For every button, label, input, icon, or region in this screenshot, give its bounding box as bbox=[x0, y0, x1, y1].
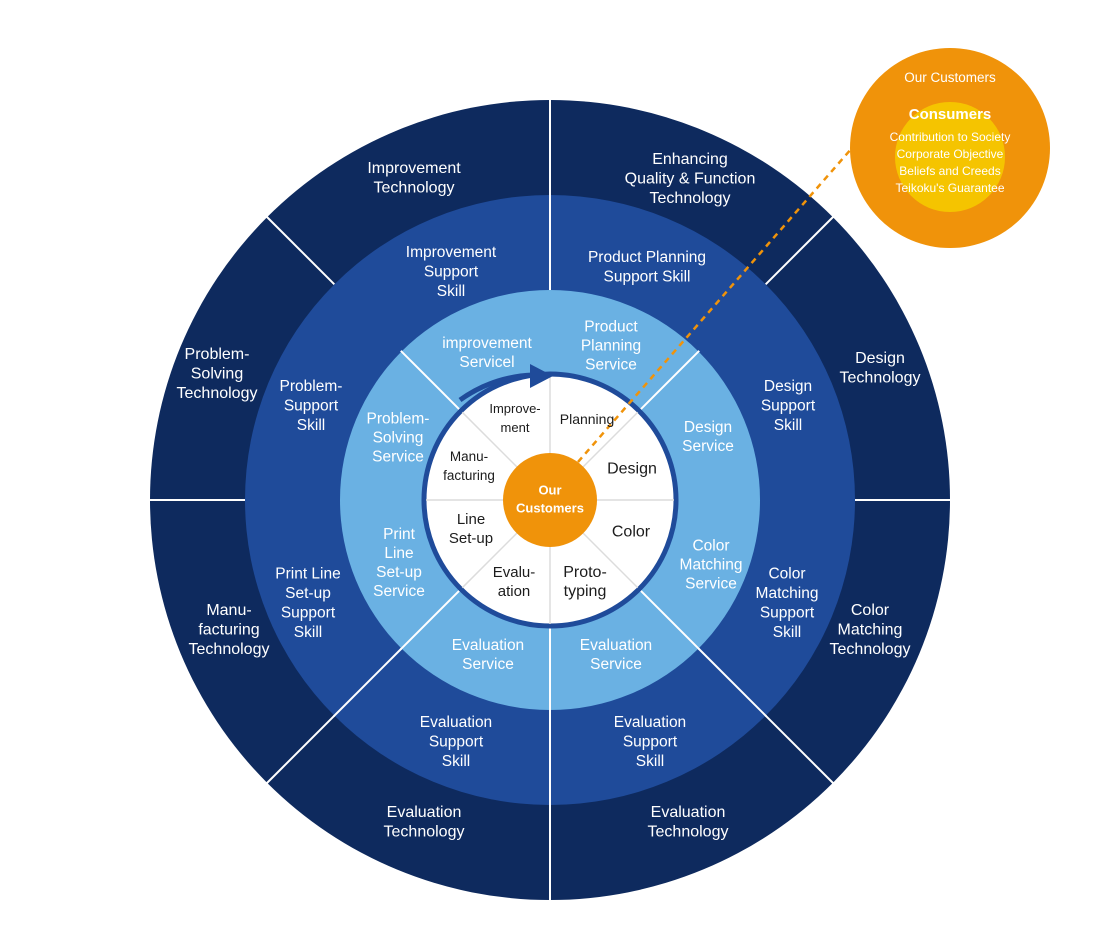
step-divider bbox=[461, 411, 518, 468]
callout-subtitle: Consumers bbox=[909, 106, 992, 123]
step-label-evaluation: Evalu-ation bbox=[493, 564, 536, 600]
step-divider bbox=[582, 532, 639, 589]
step-label-color: Color bbox=[612, 524, 651, 541]
our-customers-hub bbox=[503, 453, 597, 547]
step-label-improvement: Improve-ment bbox=[489, 401, 540, 435]
step-label-planning: Planning bbox=[560, 411, 615, 427]
callout-connector-line bbox=[577, 147, 853, 463]
technology-divider bbox=[265, 714, 336, 785]
callout-item: Beliefs and Creeds bbox=[899, 164, 1000, 178]
callout-title: Our Customers bbox=[904, 70, 996, 85]
process-steps-dividers bbox=[426, 376, 674, 624]
callout-inner-circle bbox=[895, 102, 1005, 212]
cycle-arrowhead-icon bbox=[530, 364, 553, 388]
step-divider bbox=[461, 532, 518, 589]
callout-item: Corporate Objective bbox=[897, 147, 1004, 161]
callout-item: Contribution to Society bbox=[890, 130, 1011, 144]
step-label-prototyping: Proto-typing bbox=[563, 564, 607, 600]
service-divider bbox=[400, 588, 462, 650]
service-divider bbox=[638, 350, 700, 412]
technology-ring-dividers bbox=[148, 98, 952, 902]
step-label-design: Design bbox=[607, 461, 657, 478]
customers-callout: Our Customers Consumers Contribution to … bbox=[850, 48, 1050, 248]
technology-divider bbox=[265, 215, 336, 286]
support-skill-ring-dividers bbox=[332, 194, 768, 806]
technology-divider bbox=[764, 714, 835, 785]
skill-divider bbox=[332, 647, 403, 718]
service-divider bbox=[638, 588, 700, 650]
process-step-labels: Improve-ment PlanningDesignColorProto-typ… bbox=[443, 401, 657, 600]
service-ring-dividers bbox=[400, 350, 700, 711]
callout-item: Teikoku's Guarantee bbox=[895, 181, 1004, 195]
service-divider bbox=[400, 350, 462, 412]
skill-divider bbox=[697, 647, 768, 718]
step-label-manufacturing: Manu-facturing bbox=[443, 449, 495, 483]
technology-divider bbox=[764, 215, 835, 286]
cycle-arrow-icon bbox=[458, 372, 534, 403]
step-divider bbox=[582, 411, 639, 468]
